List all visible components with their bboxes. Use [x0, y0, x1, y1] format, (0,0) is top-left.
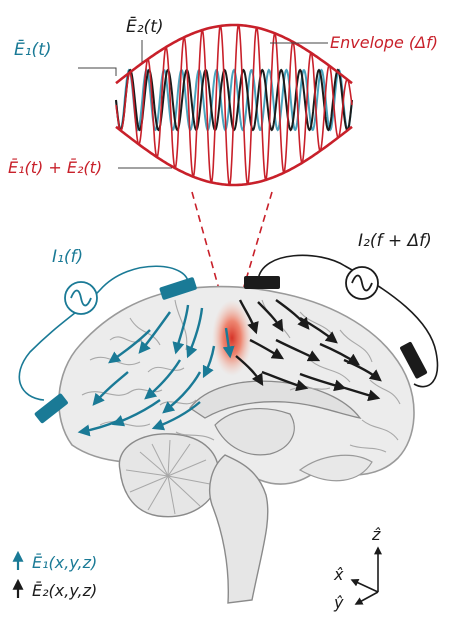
left-electrode-bottom	[34, 393, 68, 424]
right-electrode-bottom	[400, 341, 428, 379]
x-axis-label: x̂	[333, 565, 344, 584]
e1-field-arrow	[108, 329, 151, 364]
e1-time-label: Ē₁(t)	[14, 38, 52, 60]
coordinate-axes	[350, 546, 382, 605]
temporal-pole	[298, 454, 373, 482]
e2-field-arrow	[249, 338, 285, 360]
e1-field-arrow	[222, 327, 235, 359]
focus-line-right	[239, 191, 273, 301]
sine-glyph-right	[351, 274, 373, 292]
e2-field-arrow	[275, 299, 310, 330]
e1-field-arrow	[144, 359, 182, 400]
legend-e1-label: Ē₁(x,y,z)	[32, 553, 97, 572]
right-source-label: I₂(f + Δf)	[358, 231, 432, 251]
right-electrode-top	[244, 276, 280, 289]
e2-field-arrow	[343, 358, 382, 382]
envelope-top	[115, 23, 353, 85]
legend-e2-label: Ē₂(x,y,z)	[32, 581, 97, 600]
e2-field-arrow	[235, 355, 264, 387]
e2-field-arrows	[235, 299, 382, 402]
sine-glyph-left	[70, 289, 92, 307]
e1-field-arrow	[186, 307, 204, 359]
sum-wave	[115, 24, 353, 186]
left-source-label: I₁(f)	[52, 247, 83, 267]
brain	[58, 285, 415, 604]
e2-field-arrow	[319, 342, 360, 366]
e2-field-arrow	[261, 370, 309, 392]
right-wire	[257, 254, 439, 388]
e1-field-arrow	[138, 311, 171, 354]
envelope-bottom	[115, 125, 353, 187]
z-axis-label: ẑ	[371, 525, 381, 544]
e1-field-arrow	[111, 399, 161, 427]
e2-time-label: Ē₂(t)	[126, 15, 164, 37]
e2-field-arrow	[257, 301, 284, 333]
e1-wave	[115, 68, 353, 132]
e1-field-arrow	[92, 371, 129, 406]
e2-wave	[115, 68, 353, 132]
brainstem	[208, 454, 269, 604]
cerebellum-folia	[125, 439, 211, 515]
left-source	[18, 265, 197, 424]
left-electrode-top	[159, 277, 197, 300]
y-axis	[354, 591, 379, 605]
waveform-group	[78, 23, 353, 187]
focal-hotspot	[212, 300, 252, 376]
envelope-label: Envelope (Δf)	[330, 33, 438, 52]
focus-line-left	[191, 191, 223, 301]
e1-field-arrow	[172, 304, 190, 355]
e1-field-arrow	[162, 371, 202, 414]
sum-label: Ē₁(t) + Ē₂(t)	[8, 158, 102, 177]
e1-field-arrow	[77, 418, 121, 437]
e1-leader	[78, 67, 117, 76]
x-axis	[350, 579, 379, 593]
e2-field-arrow	[275, 338, 321, 362]
thalamus	[214, 408, 295, 456]
e1-field-arrow	[202, 345, 216, 379]
e1-field-arrows	[77, 304, 235, 437]
right-source	[244, 254, 439, 388]
e2-field-arrow	[337, 384, 381, 402]
e2-field-arrow	[299, 316, 338, 344]
corpus-callosum	[189, 380, 362, 419]
y-axis-label: ŷ	[333, 593, 344, 612]
e1-field-arrow	[151, 401, 201, 431]
e2-field-arrow	[238, 299, 259, 335]
